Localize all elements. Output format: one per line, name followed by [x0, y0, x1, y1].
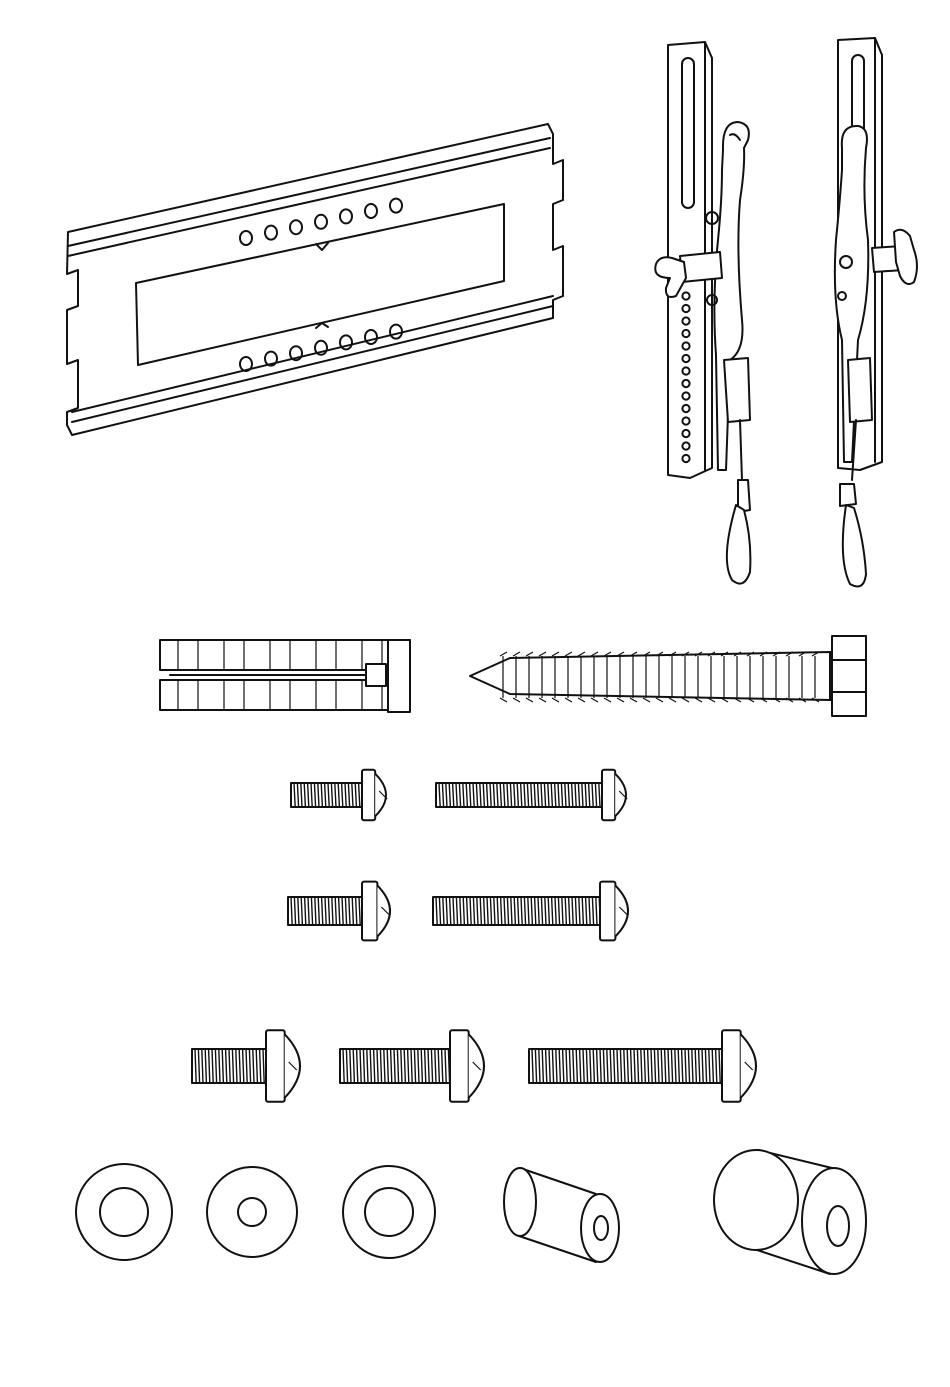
wall-plate-icon — [67, 124, 563, 435]
tilt-bracket-left-icon — [655, 42, 750, 584]
machine-screw-icon — [529, 1030, 756, 1101]
washers — [76, 1164, 435, 1260]
screw-head-dome — [615, 774, 626, 816]
tilt-bracket-right-icon — [835, 38, 917, 586]
screw-head-collar — [600, 882, 615, 941]
spacer-small-icon — [504, 1168, 619, 1262]
washer-outer — [343, 1166, 435, 1258]
spacer-front-end — [802, 1168, 866, 1274]
machine-screw-icon — [291, 770, 387, 820]
spacers — [504, 1150, 866, 1274]
screw-head-collar — [602, 770, 615, 820]
machine-screw-icon — [288, 882, 390, 941]
screw-head-collar — [266, 1030, 285, 1101]
machine-screws — [192, 770, 756, 1102]
washer-icon — [343, 1166, 435, 1258]
machine-screw-icon — [433, 882, 628, 941]
screw-thread — [436, 897, 600, 925]
screw-head-collar — [362, 770, 375, 820]
washer-icon — [207, 1167, 297, 1257]
washer-icon — [76, 1164, 172, 1260]
spacer-large-icon — [714, 1150, 866, 1274]
screw-head-dome — [375, 774, 386, 816]
screw-head-dome — [615, 886, 628, 937]
machine-screw-icon — [192, 1030, 300, 1101]
spacer-back-end — [714, 1150, 798, 1250]
lag-bolt-icon — [470, 636, 866, 716]
screw-head-collar — [362, 882, 377, 941]
screw-head-collar — [722, 1030, 741, 1101]
machine-screw-icon — [436, 770, 627, 820]
spacer-front-end — [581, 1194, 619, 1262]
washer-outer — [76, 1164, 172, 1260]
machine-screw-icon — [340, 1030, 484, 1101]
screw-head-collar — [450, 1030, 469, 1101]
wall-anchor-icon — [160, 640, 410, 712]
washer-outer — [207, 1167, 297, 1257]
spacer-back-end — [504, 1168, 536, 1236]
screw-head-dome — [377, 886, 390, 937]
